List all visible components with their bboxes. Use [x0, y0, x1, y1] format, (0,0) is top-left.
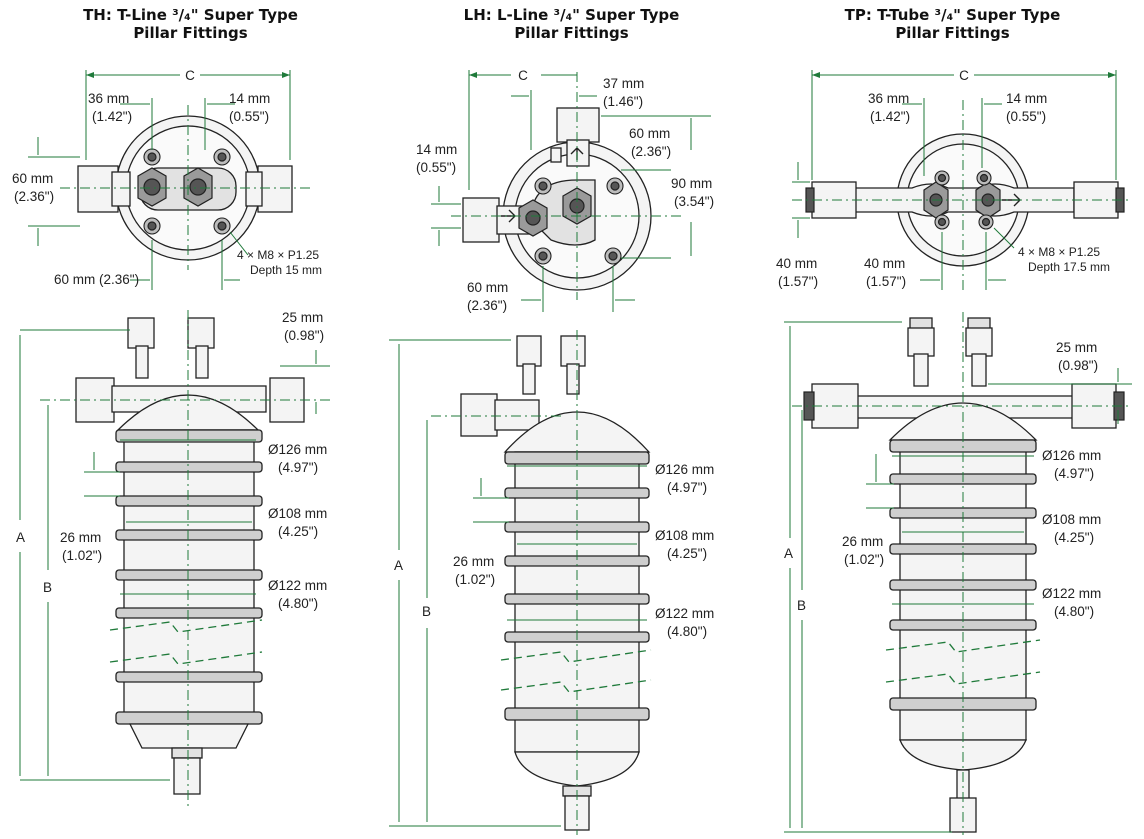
dim-d126-inch-label: (4.97") [667, 480, 707, 495]
th-drawing: C 36 mm (1.42") 14 mm (0.55") 60 mm (2.3… [12, 68, 330, 810]
tp-side-labels: 25 mm (0.98") Ø126 mm (4.97") Ø108 mm (4… [784, 340, 1101, 619]
thread-spec-label: 4 × M8 × P1.25 [1018, 245, 1100, 259]
title-line1: LH: L-Line ³/₄" Super Type [463, 6, 680, 24]
dim-d108-label: Ø108 mm [1042, 512, 1101, 527]
lh-side-labels: Ø126 mm (4.97") Ø108 mm (4.25") Ø122 mm … [394, 462, 714, 639]
dim-d108-inch-label: (4.25") [667, 546, 707, 561]
dim-26-inch-label: (1.02") [844, 552, 884, 567]
dim-d122-inch-label: (4.80") [1054, 604, 1094, 619]
dim-37-inch-label: (1.46") [603, 94, 643, 109]
dim-d122-inch-label: (4.80") [667, 624, 707, 639]
dim-25-inch-label: (0.98") [1058, 358, 1098, 373]
lh-top-labels: C 37 mm (1.46") 60 mm (2.36") 90 mm (3.5… [416, 68, 714, 313]
dim-25-label: 25 mm [282, 310, 323, 325]
dim-26-inch-label: (1.02") [62, 548, 102, 563]
panel-title: TH: T-Line ³/₄" Super Type Pillar Fittin… [0, 6, 381, 42]
dim-40-bottom-label: 40 mm [864, 256, 905, 271]
dim-60-label: 60 mm [629, 126, 670, 141]
dim-90-inch-label: (3.54") [674, 194, 714, 209]
dim-60-bottom-label: 60 mm [467, 280, 508, 295]
th-side-view [19, 310, 330, 810]
thread-depth-label: Depth 17.5 mm [1028, 260, 1110, 274]
dim-14-inch-label: (0.55") [1006, 109, 1046, 124]
panel-tp: TP: T-Tube ³/₄" Super Type Pillar Fittin… [762, 0, 1143, 839]
dim-40-side-label: 40 mm [776, 256, 817, 271]
th-top-labels: C 36 mm (1.42") 14 mm (0.55") 60 mm (2.3… [12, 68, 322, 287]
dim-36-label: 36 mm [88, 91, 129, 106]
dim-d126-inch-label: (4.97") [278, 460, 318, 475]
tp-side-view [784, 312, 1132, 835]
title-line2: Pillar Fittings [514, 24, 629, 42]
dim-c-label: C [518, 68, 528, 83]
dim-60-bottom-label: 60 mm (2.36") [54, 272, 139, 287]
dim-14-inch-label: (0.55") [416, 160, 456, 175]
dim-14-inch-label: (0.55") [229, 109, 269, 124]
dim-90-label: 90 mm [671, 176, 712, 191]
panel-lh: LH: L-Line ³/₄" Super Type Pillar Fittin… [381, 0, 762, 839]
dim-26-label: 26 mm [60, 530, 101, 545]
dim-d108-label: Ø108 mm [268, 506, 327, 521]
dim-d108-inch-label: (4.25") [278, 524, 318, 539]
tp-top-labels: C 36 mm (1.42") 14 mm (0.55") 40 mm (1.5… [776, 68, 1110, 289]
dim-36-label: 36 mm [868, 91, 909, 106]
dim-36-inch-label: (1.42") [870, 109, 910, 124]
title-line2: Pillar Fittings [133, 24, 248, 42]
dim-c-label: C [959, 68, 969, 83]
dim-40-bottom-inch-label: (1.57") [866, 274, 906, 289]
dim-d122-inch-label: (4.80") [278, 596, 318, 611]
thread-spec-label: 4 × M8 × P1.25 [237, 248, 319, 262]
dim-14-label: 14 mm [416, 142, 457, 157]
dim-d126-inch-label: (4.97") [1054, 466, 1094, 481]
dim-26-label: 26 mm [453, 554, 494, 569]
panel-th: TH: T-Line ³/₄" Super Type Pillar Fittin… [0, 0, 381, 839]
dim-a-label: A [784, 546, 793, 561]
dim-25-label: 25 mm [1056, 340, 1097, 355]
lh-top-view [431, 70, 711, 312]
dim-25-inch-label: (0.98") [284, 328, 324, 343]
dim-c-label: C [185, 68, 195, 83]
panel-title: TP: T-Tube ³/₄" Super Type Pillar Fittin… [762, 6, 1143, 42]
dim-60-bottom-inch-label: (2.36") [467, 298, 507, 313]
dim-d126-label: Ø126 mm [1042, 448, 1101, 463]
dim-26-inch-label: (1.02") [455, 572, 495, 587]
dim-a-label: A [394, 558, 403, 573]
dim-26-label: 26 mm [842, 534, 883, 549]
dim-a-label: A [16, 530, 25, 545]
dim-60-side-inch-label: (2.36") [14, 189, 54, 204]
dim-d122-label: Ø122 mm [268, 578, 327, 593]
lh-drawing: C 37 mm (1.46") 60 mm (2.36") 90 mm (3.5… [389, 68, 714, 835]
dim-d108-label: Ø108 mm [655, 528, 714, 543]
dim-d122-label: Ø122 mm [1042, 586, 1101, 601]
tp-drawing: C 36 mm (1.42") 14 mm (0.55") 40 mm (1.5… [776, 68, 1132, 835]
dim-36-inch-label: (1.42") [92, 109, 132, 124]
thread-depth-label: Depth 15 mm [250, 263, 322, 277]
dim-b-label: B [797, 598, 806, 613]
dim-14-label: 14 mm [1006, 91, 1047, 106]
dim-d108-inch-label: (4.25") [1054, 530, 1094, 545]
dim-d122-label: Ø122 mm [655, 606, 714, 621]
title-line1: TP: T-Tube ³/₄" Super Type [844, 6, 1061, 24]
dim-b-label: B [43, 580, 52, 595]
dim-14-label: 14 mm [229, 91, 270, 106]
dim-40-side-inch-label: (1.57") [778, 274, 818, 289]
th-top-view [28, 70, 310, 290]
dim-b-label: B [422, 604, 431, 619]
title-line1: TH: T-Line ³/₄" Super Type [83, 6, 298, 24]
dim-d126-label: Ø126 mm [655, 462, 714, 477]
dim-60-inch-label: (2.36") [631, 144, 671, 159]
title-line2: Pillar Fittings [895, 24, 1010, 42]
dim-60-side-label: 60 mm [12, 171, 53, 186]
tp-top-view [792, 70, 1132, 290]
lh-side-view [389, 330, 652, 835]
dim-d126-label: Ø126 mm [268, 442, 327, 457]
th-side-labels: 25 mm (0.98") Ø126 mm (4.97") Ø108 mm (4… [16, 310, 327, 611]
dim-37-label: 37 mm [603, 76, 644, 91]
panel-title: LH: L-Line ³/₄" Super Type Pillar Fittin… [381, 6, 762, 42]
